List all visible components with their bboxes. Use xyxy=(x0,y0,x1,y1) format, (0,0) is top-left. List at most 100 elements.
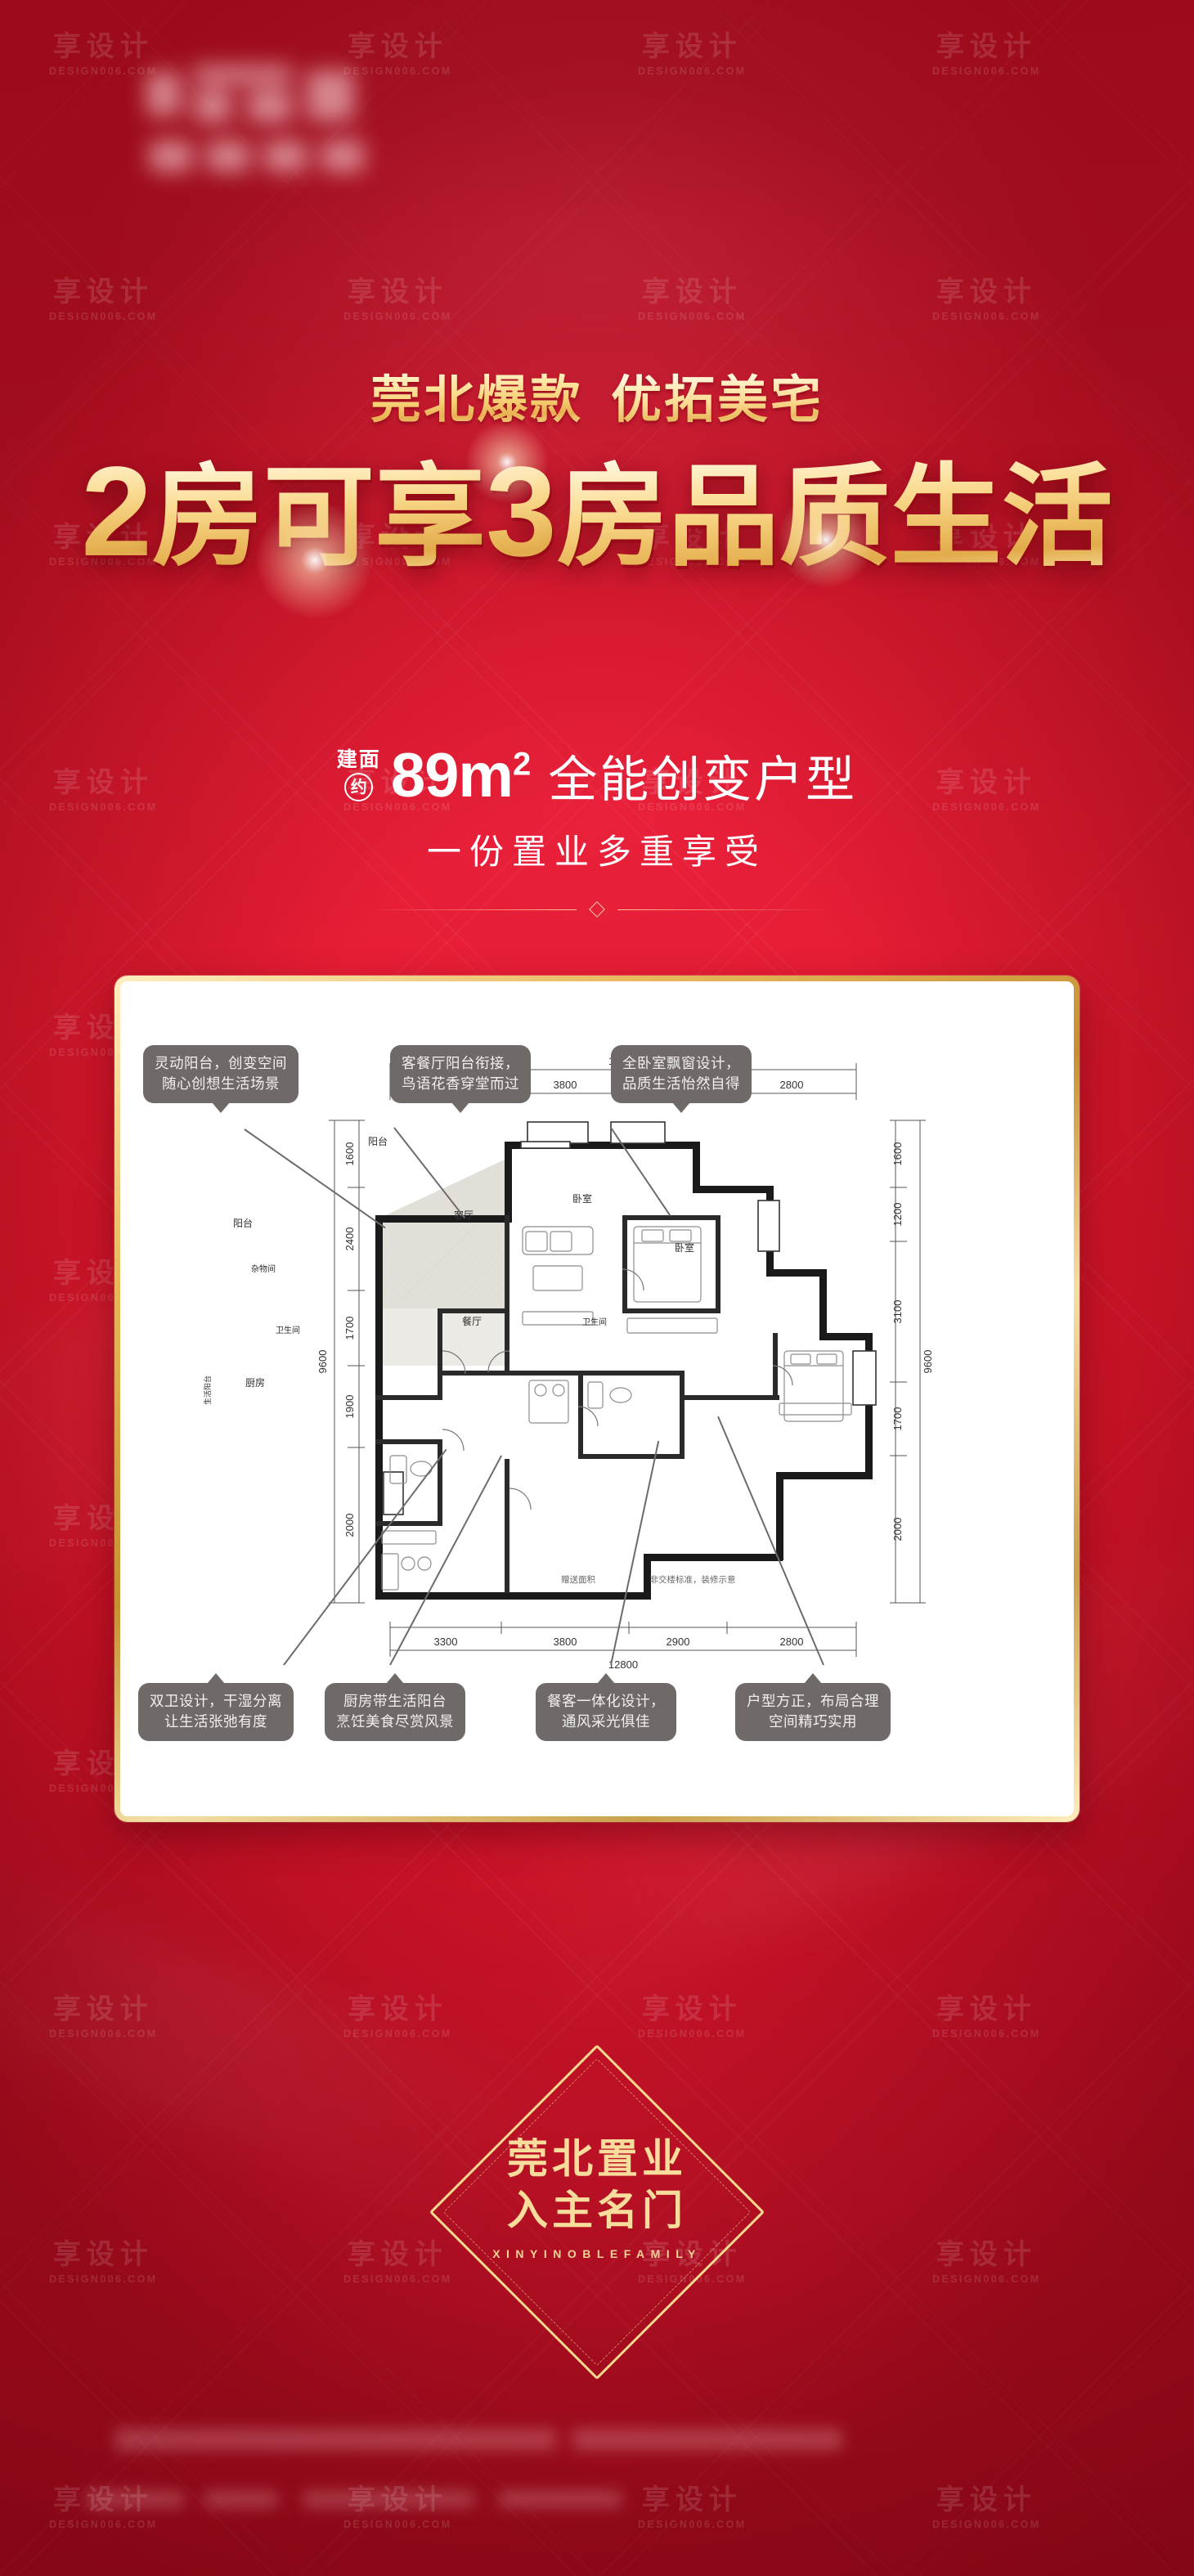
callout-dual-bath: 双卫设计，干湿分离 让生活张弛有度 xyxy=(138,1673,294,1741)
callout-line-1: 厨房带生活阳台 xyxy=(343,1693,447,1709)
divider-diamond-icon xyxy=(589,901,605,918)
dim-bottom-segment: 3800 xyxy=(554,1636,577,1648)
room-label-生活阳台: 生活阳台 xyxy=(203,1376,212,1405)
watermark-en: DESIGN006.COM xyxy=(638,311,747,322)
headline-part-1: 莞北爆款 xyxy=(370,372,583,429)
dim-bottom-segment: 2800 xyxy=(780,1636,804,1648)
watermark-cn: 享设计 xyxy=(52,276,154,307)
top-logo-blurred xyxy=(143,65,405,188)
callout-line-2: 鸟语花香穿堂而过 xyxy=(402,1075,519,1092)
callout-dining-living-integrated: 餐客一体化设计， 通风采光俱佳 xyxy=(536,1673,676,1741)
callout-line-1: 双卫设计，干湿分离 xyxy=(150,1693,282,1709)
headline-line-1: 莞北爆款优拓美宅 xyxy=(0,358,1194,432)
watermark-en: DESIGN006.COM xyxy=(932,311,1041,322)
dim-total-height-right: 9600 xyxy=(922,1350,934,1374)
watermark: 享设计 DESIGN006.COM xyxy=(638,1995,747,2040)
callout-line-1: 客餐厅阳台衔接， xyxy=(402,1055,519,1071)
dim-bottom-segment: 3300 xyxy=(434,1636,458,1648)
callout-line-2: 品质生活怡然自得 xyxy=(622,1075,740,1092)
room-label-厨房: 厨房 xyxy=(245,1376,265,1389)
divider-right-rule xyxy=(617,909,830,910)
room-label-阳台: 阳台 xyxy=(233,1217,253,1229)
dim-left-segment: 1600 xyxy=(343,1142,356,1166)
room-label-卧室: 卧室 xyxy=(572,1192,592,1205)
headline-word-1: 房可享 xyxy=(152,455,486,579)
callout-line-2: 让生活张弛有度 xyxy=(164,1712,267,1730)
callout-line-1: 餐客一体化设计， xyxy=(547,1693,665,1709)
callout-line-1: 灵动阳台，创变空间 xyxy=(155,1055,287,1071)
subtitle-tagline: 一份置业多重享受 xyxy=(426,832,767,871)
watermark-en: DESIGN006.COM xyxy=(932,2028,1041,2040)
callout-line-2: 烹饪美食尽赏风景 xyxy=(336,1712,454,1730)
watermark-en: DESIGN006.COM xyxy=(343,65,452,77)
callout-tail xyxy=(597,1673,615,1684)
brand-logo-text: 莞北置业 入主名门 XINYINOBLEFAMILY xyxy=(0,2134,1194,2260)
callout-tail xyxy=(212,1102,230,1113)
watermark-cn: 享设计 xyxy=(936,276,1037,307)
room-label-卫生间: 卫生间 xyxy=(582,1317,607,1327)
watermark: 享设计 DESIGN006.COM xyxy=(932,278,1041,322)
watermark-en: DESIGN006.COM xyxy=(343,311,452,322)
room-label-卫生间: 卫生间 xyxy=(276,1325,300,1335)
dim-bottom-segment: 2900 xyxy=(667,1636,690,1648)
watermark-en: DESIGN006.COM xyxy=(638,2028,747,2040)
watermark-en: DESIGN006.COM xyxy=(343,2028,452,2040)
dim-top-segment: 3800 xyxy=(554,1079,577,1091)
callout-line-1: 户型方正，布局合理 xyxy=(747,1693,879,1709)
watermark-cn: 享设计 xyxy=(641,1994,743,2025)
callout-balcony: 灵动阳台，创变空间 随心创想生活场景 xyxy=(143,1045,298,1113)
brand-name-english: XINYINOBLEFAMILY xyxy=(492,2247,702,2260)
callout-line-2: 通风采光俱佳 xyxy=(562,1712,650,1730)
headline-number-2: 2 xyxy=(81,441,152,583)
room-label-卧室: 卧室 xyxy=(675,1241,694,1254)
callout-bay-window: 全卧室飘窗设计， 品质生活怡然自得 xyxy=(611,1045,752,1113)
watermark: 享设计 DESIGN006.COM xyxy=(343,1995,452,2040)
dim-total-height-left: 9600 xyxy=(316,1350,329,1374)
floorplan-card: 灵动阳台，创变空间 随心创想生活场景 客餐厅阳台衔接， 鸟语花香穿堂而过 全卧室… xyxy=(114,976,1080,1822)
watermark-cn: 享设计 xyxy=(347,31,448,62)
approx-circle-badge: 约 xyxy=(344,773,374,801)
area-description: 全能创变户型 xyxy=(548,752,858,807)
built-area-label: 建面 xyxy=(336,748,381,771)
note-disclaimer: 非交楼标准，装修示意 xyxy=(650,1574,736,1585)
watermark: 享设计 DESIGN006.COM xyxy=(49,1995,158,2040)
watermark-en: DESIGN006.COM xyxy=(638,65,747,77)
headline-number-3: 3 xyxy=(486,441,557,583)
callout-living-dining-balcony: 客餐厅阳台衔接， 鸟语花香穿堂而过 xyxy=(390,1045,531,1113)
subtitle-block: 建面 约 89m2 全能创变户型 一份置业多重享受 xyxy=(0,740,1194,874)
room-label-杂物间: 杂物间 xyxy=(251,1263,276,1274)
room-label-餐厅: 餐厅 xyxy=(462,1315,482,1327)
callout-line-2: 随心创想生活场景 xyxy=(162,1075,280,1092)
watermark-cn: 享设计 xyxy=(347,1994,448,2025)
callout-tail xyxy=(207,1673,225,1684)
subtitle-area-line: 建面 约 89m2 全能创变户型 xyxy=(0,740,1194,811)
area-value: 89m2 xyxy=(390,741,531,810)
dim-total-width-bottom: 12800 xyxy=(608,1658,638,1671)
watermark: 享设计 DESIGN006.COM xyxy=(932,1995,1041,2040)
watermark-cn: 享设计 xyxy=(936,31,1037,62)
watermark-cn: 享设计 xyxy=(52,1994,154,2025)
dim-right-segment: 1600 xyxy=(891,1142,904,1166)
watermark-cn: 享设计 xyxy=(641,31,743,62)
dim-left-segment: 1700 xyxy=(343,1317,356,1340)
brand-logo-block: 莞北置业 入主名门 XINYINOBLEFAMILY xyxy=(0,2044,1194,2381)
callout-line-2: 空间精巧实用 xyxy=(769,1712,857,1730)
callout-square-layout: 户型方正，布局合理 空间精巧实用 xyxy=(735,1673,891,1741)
callout-tail xyxy=(672,1102,690,1113)
callout-tail xyxy=(451,1102,469,1113)
floorplan-card-inner: 灵动阳台，创变空间 随心创想生活场景 客餐厅阳台衔接， 鸟语花香穿堂而过 全卧室… xyxy=(120,981,1074,1816)
callout-line-1: 全卧室飘窗设计， xyxy=(622,1055,740,1071)
built-area-badge: 建面 约 xyxy=(337,750,381,801)
dim-right-segment: 1700 xyxy=(891,1407,904,1431)
dim-left-segment: 2400 xyxy=(343,1227,356,1251)
watermark-cn: 享设计 xyxy=(936,1994,1037,2025)
watermark-en: DESIGN006.COM xyxy=(49,2028,158,2040)
brand-name-line-2: 入主名门 xyxy=(507,2188,687,2233)
watermark: 享设计 DESIGN006.COM xyxy=(638,33,747,77)
